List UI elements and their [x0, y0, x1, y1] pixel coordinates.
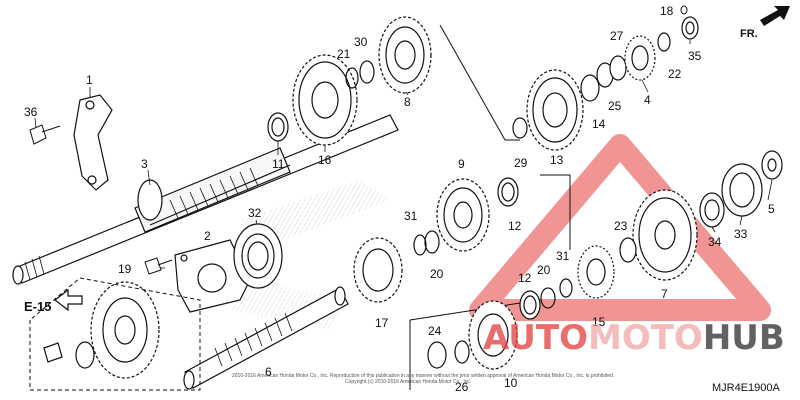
callout-9: 9: [458, 157, 465, 171]
callout-32: 32: [248, 206, 262, 220]
callout-26: 26: [455, 380, 469, 394]
callout-20-upper: 20: [430, 267, 444, 281]
copyright-line-2: Copyright (c) 2010-2016 American Honda M…: [345, 379, 472, 385]
callout-22: 22: [668, 67, 682, 81]
callout-29: 29: [514, 156, 528, 170]
callout-35: 35: [688, 49, 702, 63]
callout-10: 10: [504, 376, 518, 390]
bearing-32: [233, 223, 283, 289]
plate: [174, 239, 251, 313]
callout-19: 19: [118, 262, 132, 276]
ref-label: E-15: [24, 299, 52, 314]
callout-23: 23: [614, 219, 628, 233]
callout-36: 36: [24, 105, 38, 119]
watermark-text-2: MOTO: [587, 318, 703, 358]
watermark-text-1: AUTO: [483, 318, 588, 358]
callout-7: 7: [661, 287, 668, 301]
callout-25: 25: [608, 99, 622, 113]
watermark-logo: AUTOMOTOHUB: [483, 318, 785, 358]
diagram-code: MJR4E1900A: [712, 382, 780, 394]
callout-20-lower: 20: [537, 263, 551, 277]
watermark-text-3: HUB: [702, 318, 785, 358]
callout-3: 3: [141, 157, 148, 171]
callout-13: 13: [550, 153, 564, 167]
callout-21: 21: [337, 47, 351, 61]
callout-18: 18: [660, 4, 674, 18]
bracket: [73, 94, 113, 191]
bolt: [29, 124, 61, 145]
callout-27: 27: [610, 29, 624, 43]
front-label: FR.: [740, 28, 758, 40]
ref-arrow-icon: [54, 288, 83, 312]
callout-5: 5: [768, 202, 775, 216]
callout-14: 14: [592, 117, 606, 131]
callout-17: 17: [375, 316, 389, 330]
callout-33: 33: [734, 227, 748, 241]
callout-8: 8: [404, 95, 411, 109]
gear-8: [378, 16, 432, 94]
callout-12-upper: 12: [508, 219, 522, 233]
callout-6: 6: [265, 365, 272, 379]
gear-16: [292, 54, 358, 146]
callout-11: 11: [272, 157, 285, 171]
callout-34: 34: [708, 235, 722, 249]
callout-15: 15: [592, 315, 606, 329]
callout-30: 30: [354, 35, 368, 49]
gear-13: [526, 69, 584, 151]
gear-7: [632, 189, 698, 281]
gear-17: [353, 237, 403, 303]
gear-9: [436, 178, 490, 252]
e15-assembly: [43, 281, 160, 379]
callout-16: 16: [318, 153, 332, 167]
callout-4: 4: [644, 93, 651, 107]
front-arrow-icon: [760, 6, 790, 26]
callout-1: 1: [86, 73, 93, 87]
callout-31-upper: 31: [404, 209, 418, 223]
main-shaft: [12, 114, 399, 285]
callout-24: 24: [428, 324, 442, 338]
callout-12-lower: 12: [518, 271, 532, 285]
copyright-line-1: 2010-2016 American Honda Motor Co., Inc.…: [232, 373, 615, 379]
callout-2: 2: [204, 229, 211, 243]
counter-shaft: [183, 286, 349, 390]
callout-31-lower: 31: [556, 249, 570, 263]
gear-10: [468, 300, 518, 370]
